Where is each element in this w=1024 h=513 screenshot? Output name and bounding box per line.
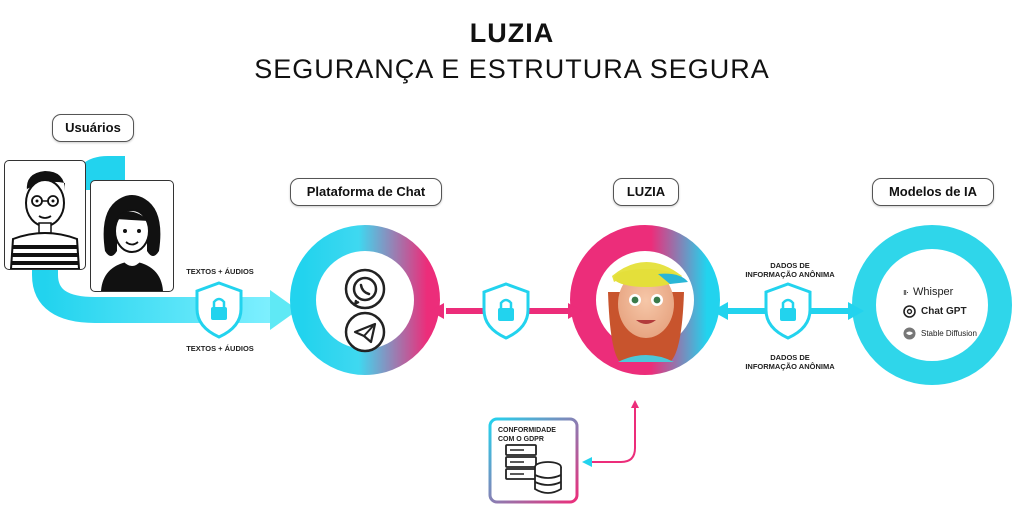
user-avatar-female — [90, 180, 174, 292]
user-flow-path — [32, 237, 288, 323]
luzia-label: LUZIA — [613, 178, 679, 206]
shield-icon — [482, 282, 530, 340]
ai-models-label: Modelos de IA — [872, 178, 994, 206]
edge-label-texts-audios-top: TEXTOS + ÁUDIOS — [186, 267, 254, 276]
whisper-icon: ıı· — [903, 287, 909, 297]
shield-icon — [195, 281, 243, 339]
edge-label-anon-data-top: DADOS DE INFORMAÇÃO ANÔNIMA — [745, 261, 835, 279]
arrow-to-chat — [270, 290, 298, 330]
page-title: LUZIA — [469, 18, 555, 48]
ai-models-ring — [852, 225, 1012, 385]
openai-icon — [903, 305, 916, 318]
edge-label-texts-audios-bottom: TEXTOS + ÁUDIOS — [186, 344, 254, 353]
compliance-label: CONFORMIDADE COM O GDPR — [498, 427, 556, 443]
luzia-avatar — [608, 262, 688, 362]
stable-diffusion-icon — [903, 327, 916, 340]
model-whisper: ıı· Whisper — [903, 286, 954, 298]
model-chatgpt: Chat GPT — [903, 305, 967, 318]
model-stable-diffusion: Stable Diffusion — [903, 327, 977, 340]
arrow-left-luzia — [712, 302, 728, 320]
arrow-left-chat — [430, 303, 444, 319]
edge-label-anon-data-bottom: DADOS DE INFORMAÇÃO ANÔNIMA — [745, 353, 835, 371]
compliance-connector — [590, 405, 636, 463]
telegram-icon — [344, 311, 386, 353]
whatsapp-icon — [344, 268, 386, 310]
users-label: Usuários — [52, 114, 134, 142]
server-database-icon — [505, 444, 562, 494]
arrow-right-models — [848, 302, 864, 320]
shield-icon — [764, 282, 812, 340]
user-avatar-male — [4, 160, 86, 270]
arrow-right-luzia — [568, 303, 582, 319]
page-subtitle: SEGURANÇA E ESTRUTURA SEGURA — [254, 54, 770, 84]
chat-platform-label: Plataforma de Chat — [290, 178, 442, 206]
